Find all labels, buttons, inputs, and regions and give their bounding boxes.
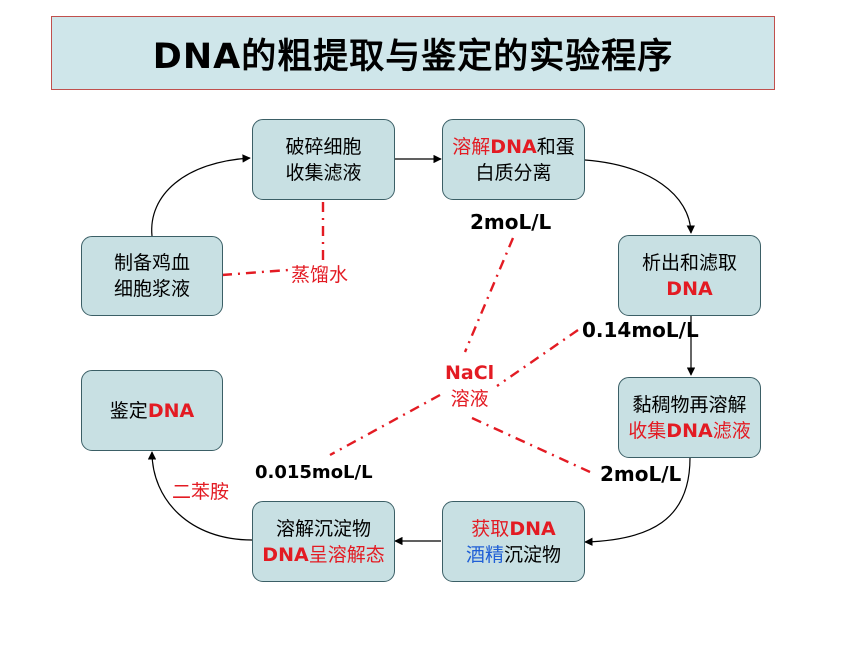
step-precipitate-dna: 析出和滤取 DNA — [618, 235, 761, 316]
step-precipitate-line1: 析出和滤取 — [641, 251, 737, 274]
step-prepare-line2: 细胞浆液 — [113, 278, 190, 300]
step-redissolve-line2b: DNA — [666, 419, 713, 442]
concentration-0015mol: 0.015moL/L — [255, 462, 373, 483]
step-obtain-line1a: 获取 — [471, 517, 510, 540]
reagent-nacl-line2: 溶液 — [450, 388, 489, 410]
concentration-2mol-redissolve: 2moL/L — [600, 462, 682, 486]
step-prepare-blood: 制备鸡血 细胞浆液 — [81, 236, 223, 316]
step-redissolve-line2c: 滤液 — [712, 419, 751, 442]
nacl-link-2a — [463, 237, 515, 353]
step-identify-line1a: 鉴定 — [109, 399, 148, 422]
step-precipitate-line2: DNA — [666, 277, 713, 300]
step-break-line1: 破碎细胞 — [285, 135, 362, 158]
arrow-redissolve-to-obtain — [584, 457, 691, 546]
step-redissolve-line1: 黏稠物再溶解 — [632, 393, 747, 416]
nacl-link-0015 — [329, 393, 441, 457]
page-title: DNA的粗提取与鉴定的实验程序 — [152, 36, 674, 77]
step-dissolve-precip-line1: 溶解沉淀物 — [275, 517, 371, 540]
nacl-link-2b — [471, 416, 591, 474]
concentration-014mol: 0.14moL/L — [582, 318, 699, 342]
step-break-line2: 收集滤液 — [285, 161, 362, 184]
arrow-dissolve-to-precipitate — [584, 159, 695, 234]
step-dissolve-precipitate: 溶解沉淀物 DNA呈溶解态 — [252, 501, 395, 582]
concentration-2mol-dissolve: 2moL/L — [470, 210, 552, 234]
title-banner: DNA的粗提取与鉴定的实验程序 — [51, 16, 775, 90]
step-identify-line1b: DNA — [147, 399, 195, 422]
arrow-dissolve-precip-to-identify — [147, 451, 253, 541]
step-obtain-dna: 获取DNA 酒精沉淀物 — [442, 501, 585, 582]
step-dissolve-line1a: 溶解 — [452, 135, 491, 158]
step-prepare-line1: 制备鸡血 — [113, 252, 190, 274]
water-link-prepare — [221, 268, 289, 277]
reagent-nacl-label: NaCl 溶液 — [445, 360, 494, 412]
reagent-nacl-line1: NaCl — [445, 362, 495, 384]
step-obtain-line2a: 酒精 — [465, 543, 504, 566]
step-dissolve-precip-line2a: DNA — [262, 543, 309, 566]
reagent-distilled-water: 蒸馏水 — [291, 264, 349, 286]
step-redissolve: 黏稠物再溶解 收集DNA滤液 — [618, 377, 761, 458]
step-identify-dna: 鉴定DNA — [81, 370, 223, 451]
step-break-cells: 破碎细胞 收集滤液 — [252, 119, 395, 200]
step-dissolve-precip-line2b: 呈溶解态 — [308, 543, 385, 566]
step-dissolve-line1b: DNA — [490, 135, 537, 158]
step-obtain-line1b: DNA — [509, 517, 556, 540]
reagent-diphenylamine: 二苯胺 — [172, 481, 230, 503]
nacl-link-014 — [496, 329, 579, 387]
step-dissolve-line2: 白质分离 — [475, 161, 552, 184]
arrow-prepare-to-break — [151, 154, 251, 237]
step-dissolve-line1c: 和蛋 — [536, 135, 575, 158]
step-dissolve-dna: 溶解DNA和蛋 白质分离 — [442, 119, 585, 200]
step-obtain-line2b: 沉淀物 — [504, 543, 562, 566]
step-redissolve-line2a: 收集 — [628, 419, 667, 442]
